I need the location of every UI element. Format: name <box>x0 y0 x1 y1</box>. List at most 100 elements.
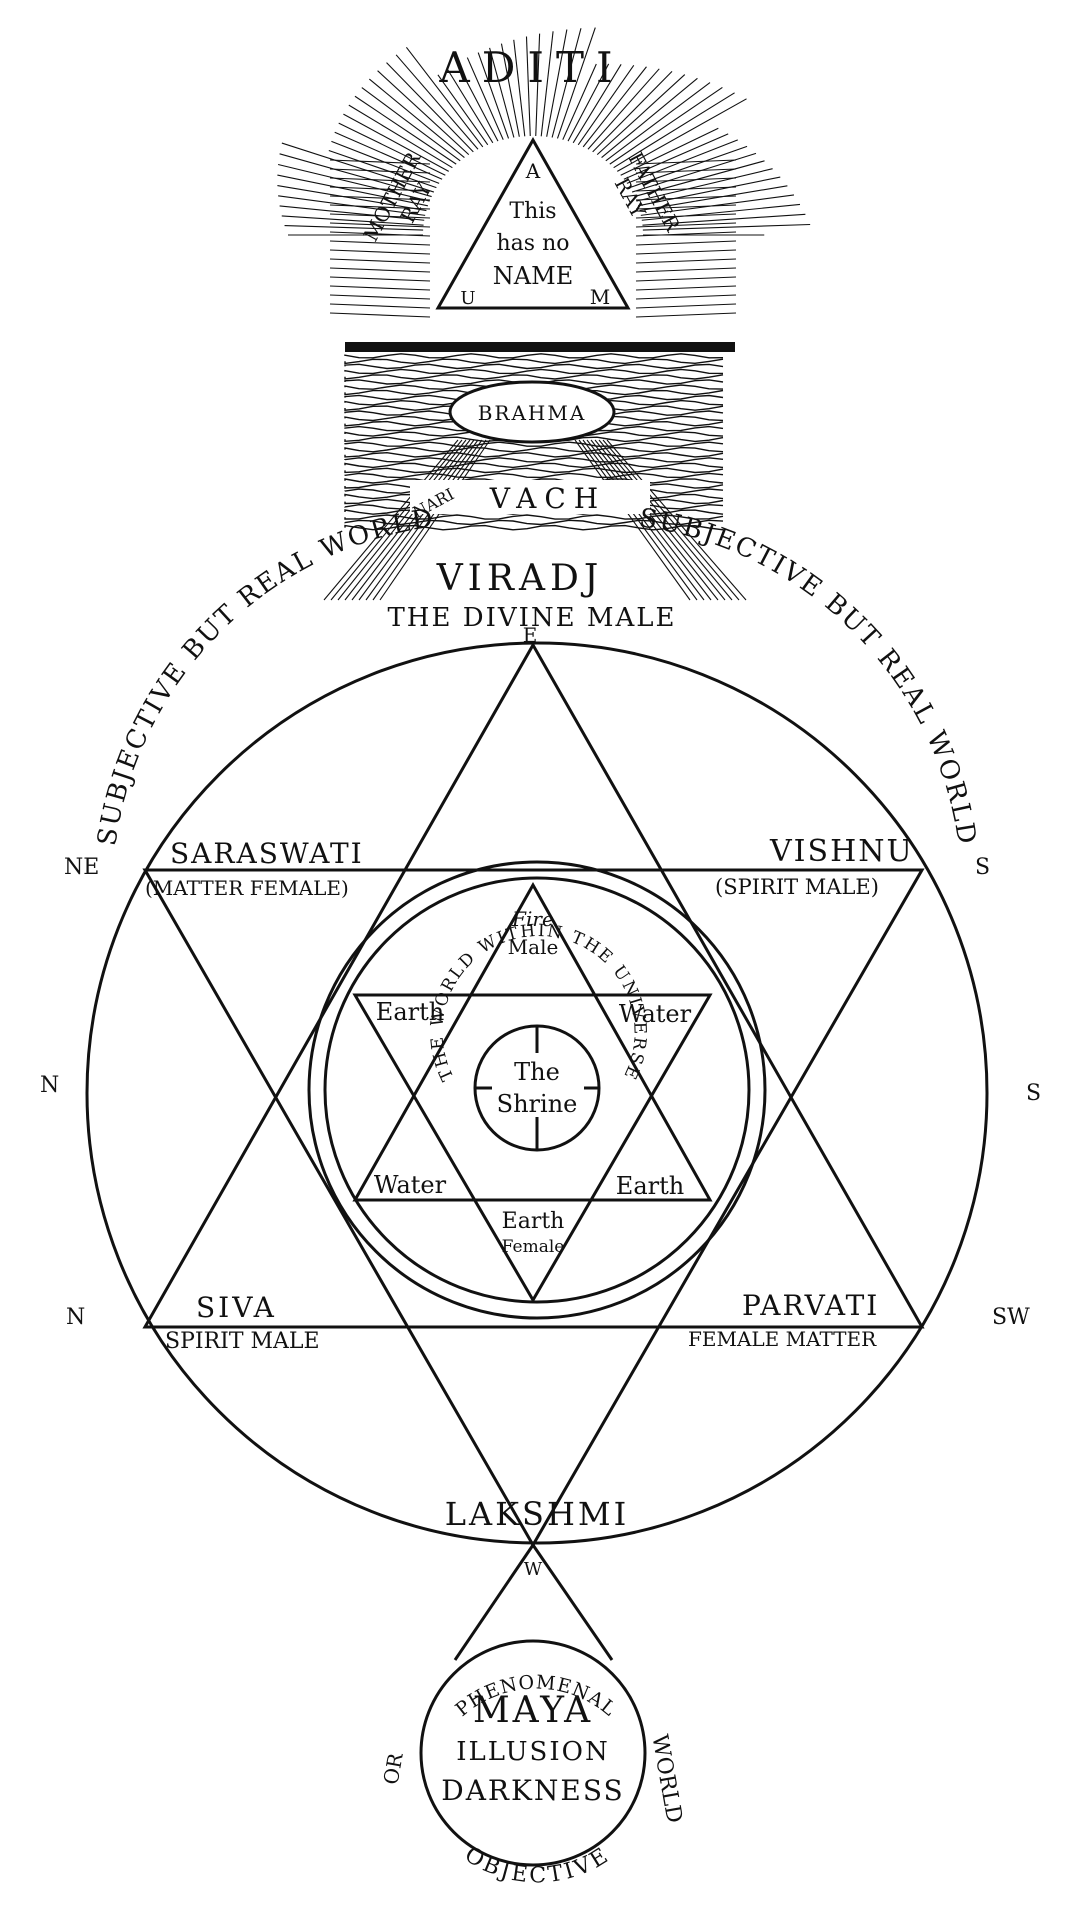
beam-line <box>351 439 475 601</box>
ray-line <box>635 222 737 228</box>
vishnu-label: VISHNU <box>769 834 914 869</box>
beam-line <box>344 439 471 601</box>
ray-line <box>446 68 494 144</box>
hexagram-downward-triangle <box>142 868 925 1549</box>
triangle-letter-a: A <box>525 159 541 183</box>
beam-line <box>602 439 740 601</box>
ray-line <box>635 204 737 210</box>
ray-line <box>329 303 431 309</box>
ray-line <box>329 294 431 300</box>
ray-line <box>582 66 647 148</box>
darkness-label: DARKNESS <box>441 1774 624 1807</box>
direction-ne: NE <box>64 855 99 880</box>
ray-line <box>377 70 470 156</box>
radiating-rays <box>277 27 811 318</box>
ray-line <box>613 92 735 169</box>
ray-line <box>466 57 504 140</box>
shrine-label-shrine: Shrine <box>497 1090 578 1118</box>
water-hatch-line <box>344 457 724 463</box>
ray-line <box>642 213 806 226</box>
shrine-outer-ring <box>307 860 767 1320</box>
ray-line <box>572 64 622 144</box>
ray-line <box>437 74 489 146</box>
ray-line <box>329 168 431 174</box>
beam-line <box>582 439 705 601</box>
ray-line <box>329 249 431 255</box>
water-right-label: Water <box>619 1000 692 1028</box>
ray-beams <box>323 439 747 601</box>
ray-line <box>338 122 446 176</box>
saraswati-subtitle: (MATTER FEMALE) <box>145 876 349 900</box>
ray-line <box>592 71 673 153</box>
shrine-text-backing <box>492 1053 584 1117</box>
ray-line <box>279 205 425 221</box>
ray-line <box>605 82 711 162</box>
ray-line <box>567 63 610 142</box>
ray-line <box>635 303 737 309</box>
water-hatch-line <box>344 353 724 359</box>
beam-line <box>337 439 467 601</box>
ray-line <box>329 186 431 192</box>
maya-connector-left <box>453 1544 535 1661</box>
outer-world-circle <box>85 641 989 1545</box>
beam-line <box>358 439 479 601</box>
ray-line <box>334 131 443 180</box>
ray-line <box>556 27 596 139</box>
water-hatch-line <box>344 374 724 380</box>
beam-line <box>578 439 698 601</box>
direction-e: E <box>523 623 538 647</box>
water-hatch-line <box>344 472 724 479</box>
ray-line <box>279 153 432 198</box>
triangle-line-has-no: has no <box>497 231 570 256</box>
ray-line <box>329 231 431 237</box>
beam-line <box>323 439 459 601</box>
earth-bottom-label: Earth <box>502 1209 565 1234</box>
ray-line <box>281 215 424 226</box>
earth-left-label: Earth <box>376 998 444 1026</box>
beam-line <box>379 439 491 601</box>
ray-line <box>609 86 723 165</box>
ray-line <box>329 195 431 201</box>
ray-line <box>329 312 431 318</box>
ray-line <box>361 87 461 162</box>
beam-line <box>594 439 726 601</box>
parvati-label: PARVATI <box>742 1289 879 1322</box>
water-hatch-line <box>344 514 724 520</box>
ray-line <box>635 258 737 264</box>
ray-line <box>535 33 541 137</box>
lakshmi-label: LAKSHMI <box>445 1495 630 1533</box>
siva-label: SIVA <box>196 1291 277 1324</box>
beam-line <box>372 439 487 601</box>
ray-line <box>546 29 568 137</box>
direction-sw: SW <box>992 1305 1030 1330</box>
ray-line <box>635 285 737 291</box>
ray-line <box>616 98 747 172</box>
triangle-line-this: This <box>509 199 556 224</box>
inner-downward-triangle <box>352 993 713 1303</box>
beam-line <box>590 439 719 601</box>
ray-line <box>329 276 431 282</box>
siva-subtitle: SPIRIT MALE <box>165 1329 320 1354</box>
water-hatch-line <box>344 519 724 526</box>
beam-line <box>606 439 747 601</box>
subjective-arc-left: SUBJECTIVE BUT REAL WORLD <box>92 503 437 848</box>
ray-line <box>329 222 431 228</box>
brahma-label: BRAHMA <box>478 401 587 425</box>
beam-line <box>365 439 483 601</box>
ray-line <box>329 204 431 210</box>
ray-line <box>551 28 582 138</box>
water-hatch-line <box>344 368 724 375</box>
ray-line <box>635 177 737 183</box>
ray-line <box>636 168 773 202</box>
ray-line <box>284 225 424 231</box>
ray-line <box>641 203 801 221</box>
ray-line <box>629 145 748 189</box>
water-hatch-line <box>344 462 724 469</box>
ray-line <box>635 240 737 246</box>
world-label-bottom: WORLD <box>646 1733 686 1825</box>
ray-line <box>635 249 737 255</box>
ray-line <box>456 62 499 142</box>
hexagram-upward-triangle <box>142 641 925 1329</box>
direction-n-middle: N <box>40 1073 59 1098</box>
